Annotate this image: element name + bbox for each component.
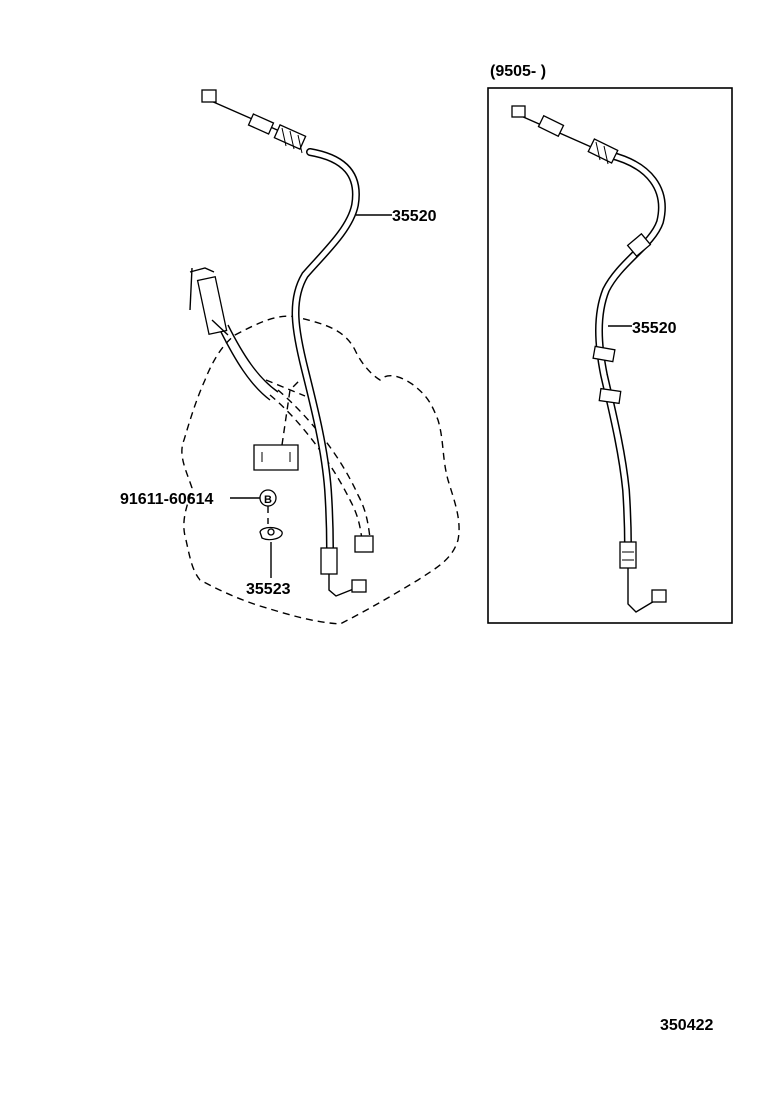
bolt-marker-letter: B — [264, 494, 272, 506]
shift-linkage — [189, 267, 374, 553]
clip-part-number: 35523 — [246, 581, 291, 598]
cable-part-number: 35520 — [392, 208, 437, 225]
bolt-part-number: 91611-60614 — [120, 491, 214, 508]
inset-cable-part-number: 35520 — [632, 320, 677, 337]
figure-number: 350422 — [660, 1017, 713, 1034]
bolt-callout: 91611-60614 B — [120, 489, 277, 524]
inset-throttle-cable — [511, 105, 667, 613]
inset-frame — [487, 87, 733, 624]
clip-callout: 35523 — [246, 526, 291, 598]
bracket — [253, 379, 306, 471]
inset-header: (9505- ) — [490, 63, 546, 80]
transmission-outline — [181, 315, 460, 625]
throttle-cable — [201, 89, 367, 597]
